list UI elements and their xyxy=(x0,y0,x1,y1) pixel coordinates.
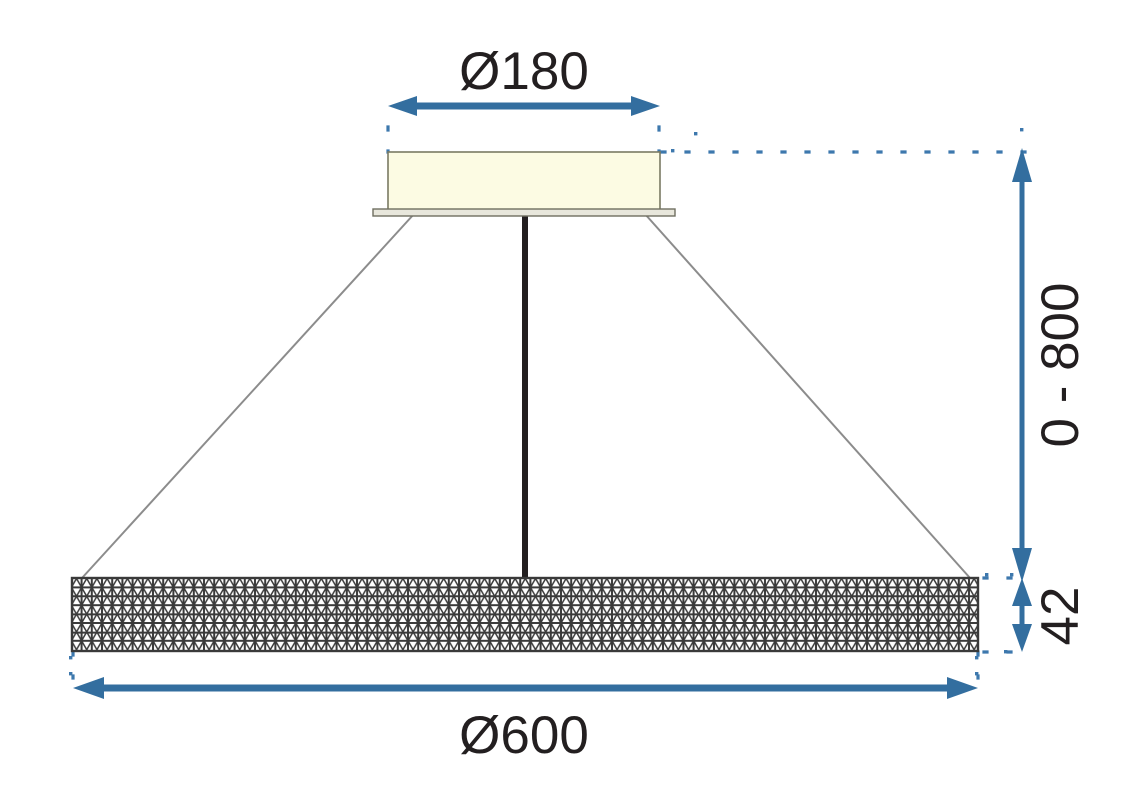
canopy-box xyxy=(387,151,661,211)
base-plate xyxy=(372,208,676,217)
arrowhead-800-bottom xyxy=(1012,548,1032,582)
extension-lines xyxy=(69,125,1027,680)
dimension-label-suspension-height: 0 - 800 xyxy=(1031,282,1090,447)
anchor-dot-f xyxy=(69,656,73,660)
anchor-dot-h xyxy=(975,656,979,660)
wire-left xyxy=(81,213,415,579)
suspension-wires xyxy=(81,213,971,579)
arrowhead-600-left xyxy=(73,677,104,699)
anchor-dot-i xyxy=(975,672,979,676)
anchor-dot-j xyxy=(1004,650,1008,654)
dimension-arrow-shade-diameter xyxy=(73,677,978,699)
arrowhead-42-bottom xyxy=(1012,624,1032,652)
dimension-label-canopy-diameter: Ø180 xyxy=(459,42,589,101)
arrowhead-600-right xyxy=(947,677,978,699)
anchor-dot-a xyxy=(694,132,698,136)
anchor-dot-d xyxy=(985,573,989,577)
dimension-label-shade-diameter: Ø600 xyxy=(459,706,589,765)
arrowhead-180-left xyxy=(388,96,417,116)
dimension-arrow-shade-height xyxy=(1012,578,1032,652)
arrowhead-800-top xyxy=(1012,148,1032,182)
anchor-dot-c xyxy=(1020,128,1024,132)
dimension-label-shade-height: 42 xyxy=(1031,587,1090,646)
anchor-dot-e xyxy=(1010,573,1014,577)
wire-right xyxy=(644,213,971,579)
crystal-ring xyxy=(70,576,980,653)
dimension-arrow-suspension-height xyxy=(1012,148,1032,582)
arrowhead-180-right xyxy=(631,96,660,116)
anchor-dot-g xyxy=(69,672,73,676)
dimension-arrow-canopy-diameter xyxy=(388,96,660,116)
center-rod xyxy=(522,214,528,580)
arrowhead-42-top xyxy=(1012,578,1032,606)
anchor-dot-b xyxy=(671,149,675,153)
